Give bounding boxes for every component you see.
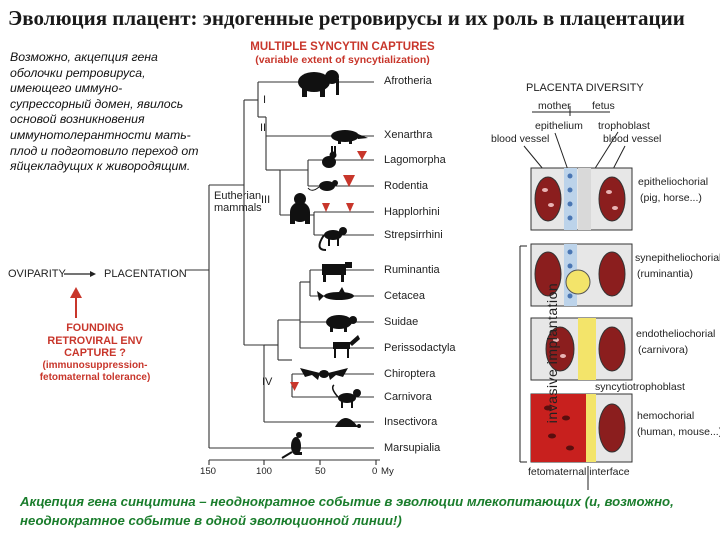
capture-marker [346,203,354,212]
animal-silhouettes [281,70,368,459]
taxon-label: Carnivora [384,391,432,403]
placenta-type-example: (pig, horse...) [640,192,702,204]
hypothesis-note: Возможно, акцепция гена оболочки ретрови… [10,50,199,174]
clade-numeral-1: I [263,94,267,106]
axis-tick: 150 [200,466,217,477]
fetus-label: fetus [592,100,615,112]
clade-numeral-4: IV [262,376,273,388]
placenta-type-example: (carnivora) [638,344,689,356]
cat-icon [331,384,361,408]
taxon-label: Insectivora [384,416,438,428]
axis-unit: My [381,466,394,477]
mouse-icon [307,180,338,191]
founding-paren-line: fetomaternal tolerance) [39,372,151,383]
taxon-label: Suidae [384,316,419,328]
founding-line: FOUNDING [66,322,124,334]
taxon-label: Chiroptera [384,368,436,380]
epithelium-label: epithelium [535,120,583,132]
placenta-type-name: epitheliochorial [638,176,709,188]
placenta-panel-hemochorial [530,393,633,463]
axis-tick: 100 [256,466,273,477]
mother-label: mother [538,100,571,112]
capture-marker [357,151,367,160]
blood-vessel-left-label: blood vessel [491,133,550,145]
axis-tick: 0 [372,466,378,477]
blood-vessel-right-label: blood vessel [603,133,662,145]
taxon-label: Perissodactyla [384,342,456,354]
taxon-label: Afrotheria [384,75,432,87]
page-title: Эволюция плацент: эндогенные ретровирусы… [8,6,685,30]
bat-icon [300,368,348,380]
placenta-type-name: synepitheliochorial [635,252,720,264]
syncytin-header-subtitle: (variable extent of syncytialization) [255,54,430,66]
taxon-label: Ruminantia [384,264,440,276]
placenta-panel-epitheliochorial [530,167,633,231]
taxon-label: Happlorhini [384,206,440,218]
dolphin-icon [317,287,354,301]
clade-numeral-2: II [260,122,267,134]
axis-tick: 50 [315,466,326,477]
trophoblast-label: trophoblast [598,120,650,132]
right-arrow-icon [90,271,96,277]
elephant-icon [298,70,339,97]
armadillo-icon [331,130,368,144]
taxon-label: Lagomorpha [384,154,446,166]
founding-line: RETROVIRAL ENV CAPTURE ? [47,334,143,360]
capture-marker [290,382,299,391]
horse-icon [333,335,360,358]
founding-paren-line: (immunosuppression- [42,359,148,371]
placenta-type-name: endotheliochorial [636,328,716,340]
founding-capture-label: FOUNDING RETROVIRAL ENV CAPTURE ? (immun… [20,322,170,385]
bottom-note: Акцепция гена синцитина – неоднократное … [20,494,674,528]
hedgehog-icon [335,418,361,428]
fetomaternal-interface-label: fetomaternal interface [528,466,630,478]
syncytiotrophoblast-label: syncytiotrophoblast [595,381,685,393]
taxon-label: Marsupialia [384,442,441,454]
kangaroo-icon [281,432,302,459]
syncytin-capture-markers [70,151,367,391]
capture-marker [322,203,330,212]
oviparity-label: OVIPARITY [8,268,66,280]
taxon-label: Cetacea [384,290,425,302]
placenta-type-name: hemochorial [637,410,695,422]
placenta-type-example: (human, mouse...) [637,426,720,438]
cow-icon [322,262,352,282]
clade-numeral-3: III [261,194,271,206]
placenta-type-example: (ruminantia) [637,268,694,280]
rabbit-icon [322,146,337,168]
taxon-label: Rodentia [384,180,429,192]
placenta-panel-endotheliochorial [530,317,633,381]
placenta-panel-synepitheliochorial [530,243,633,307]
placenta-diversity-title: PLACENTA DIVERSITY [526,82,644,94]
lemur-icon [318,227,347,251]
capture-marker [343,175,355,187]
taxon-label: Xenarthra [384,129,433,141]
pig-icon [326,315,357,332]
gorilla-icon [290,193,310,224]
taxon-label: Strepsirrhini [384,229,443,241]
eutherian-label: Eutherian mammals [214,190,262,214]
label-pointers [519,106,626,490]
invasive-implantation-label: invasive implantation [544,282,560,424]
placentation-label: PLACENTATION [104,268,187,280]
syncytin-header-title: MULTIPLE SYNCYTIN CAPTURES [250,41,435,53]
up-arrow-icon [70,287,82,298]
